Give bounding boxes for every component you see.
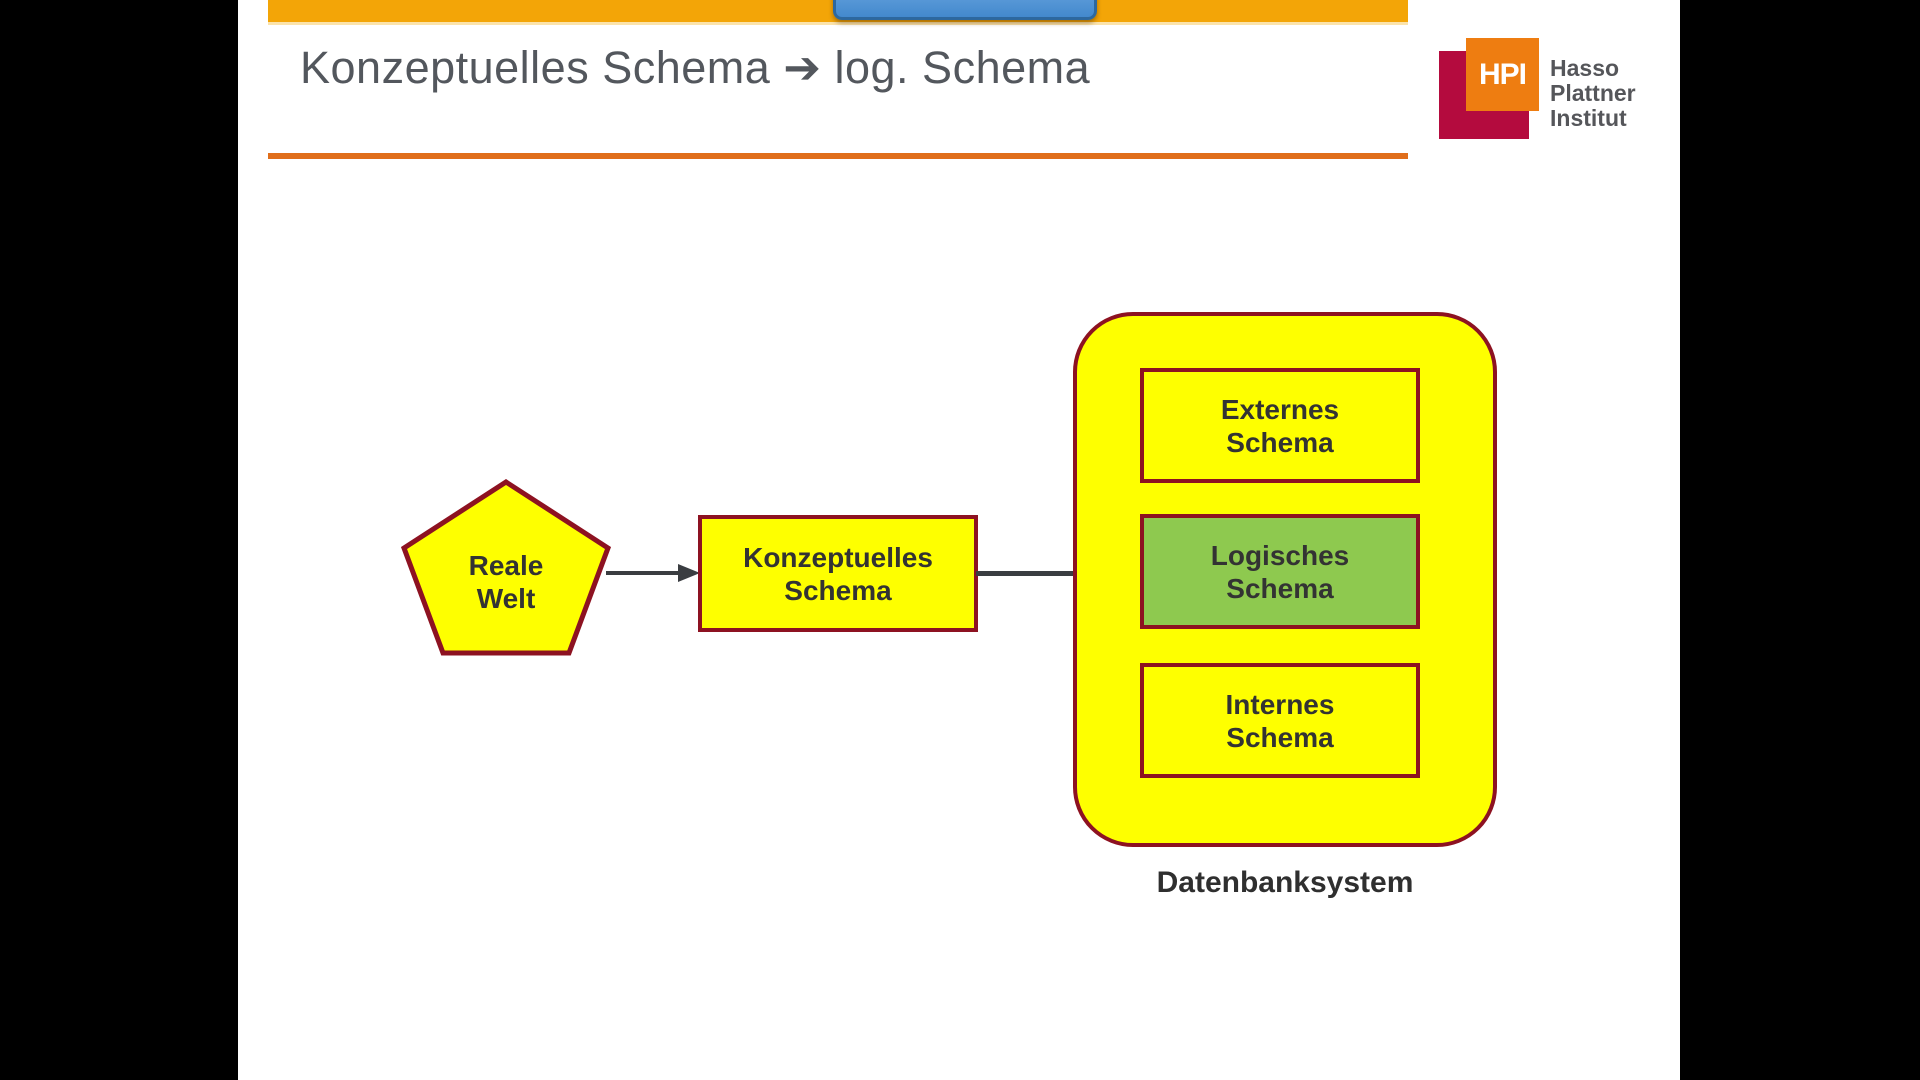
logo-monogram: HPI [1478,57,1527,91]
externes-schema-box: Externes Schema [1140,368,1420,483]
connector-line [976,571,1075,576]
slide: Konzeptuelles Schema ➔ log. Schema HPI H… [238,0,1680,1080]
hpi-logo: HPI Hasso Plattner Institut [1436,36,1686,146]
letterbox-right [1680,0,1920,1080]
datenbanksystem-container: Externes Schema Logisches Schema Interne… [1073,312,1497,847]
datenbanksystem-label: Datenbanksystem [1156,866,1414,899]
page-title: Konzeptuelles Schema ➔ log. Schema [300,42,1091,93]
logo-name-line: Plattner [1550,80,1636,106]
logo-name-line: Hasso [1550,55,1620,81]
logo-name-line: Institut [1550,105,1627,131]
reale-welt-pentagon [400,479,612,656]
logo-name: Hasso Plattner Institut [1550,56,1636,131]
internes-schema-box: Internes Schema [1140,663,1420,778]
logo-orange-square: HPI [1466,38,1539,111]
reale-welt-label: Reale Welt [468,550,544,614]
logisches-schema-box: Logisches Schema [1140,514,1420,629]
letterbox-left [0,0,238,1080]
title-underline [268,153,1408,159]
arrow-icon [606,564,700,582]
overlay-button[interactable] [833,0,1097,20]
konzeptuelles-schema-box: Konzeptuelles Schema [698,515,978,632]
